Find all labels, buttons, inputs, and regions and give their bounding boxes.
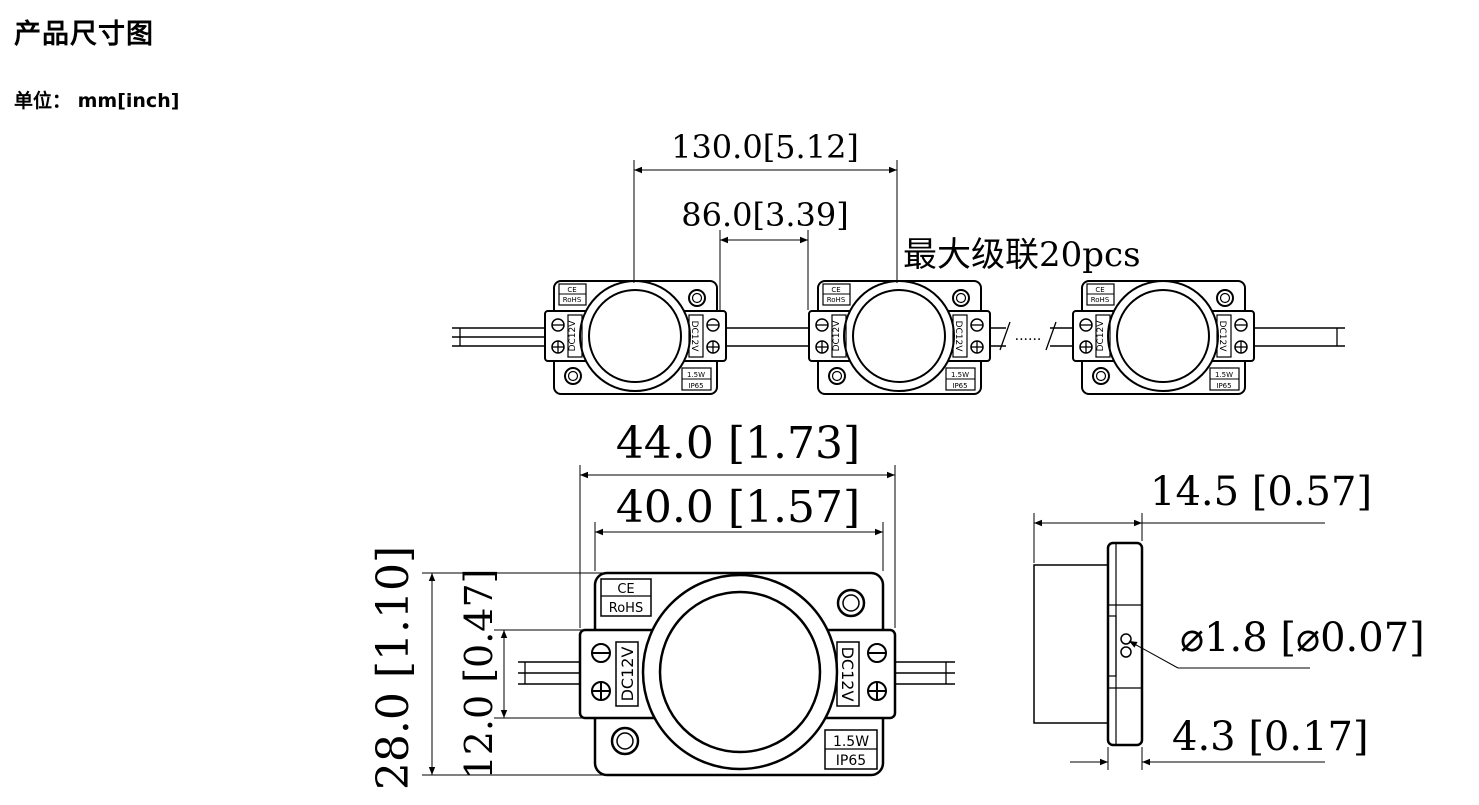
power-rating: 1.5W xyxy=(833,734,869,750)
side-view: 14.5 [0.57] ⌀1.8 [⌀0.07] 4.3 [0.17] xyxy=(1033,469,1425,770)
pitch-dimension: 130.0[5.12] xyxy=(671,128,859,166)
hole-diameter-dimension: ⌀1.8 [⌀0.07] xyxy=(1180,615,1425,661)
rohs-mark-small-3: RoHS xyxy=(1091,296,1110,304)
voltage-small-3b: DC12V xyxy=(1217,321,1227,353)
ip-small-3: IP65 xyxy=(1216,382,1231,390)
body-width-dimension: 40.0 [1.57] xyxy=(616,482,860,533)
power-small-1: 1.5W xyxy=(687,371,705,379)
front-view: CE RoHS 1.5W IP65 DC12V DC12V 44.0 [1 xyxy=(368,418,955,790)
voltage-small-3a: DC12V xyxy=(1096,320,1106,352)
voltage-label-left: DC12V xyxy=(618,647,637,702)
voltage-label-right: DC12V xyxy=(838,647,857,702)
voltage-small-2b: DC12V xyxy=(953,321,963,353)
rohs-mark-small-2: RoHS xyxy=(827,296,846,304)
ce-mark-small-1: CE xyxy=(567,286,576,294)
ip-small-2: IP65 xyxy=(952,382,967,390)
power-small-2: 1.5W xyxy=(951,371,969,379)
ce-mark: CE xyxy=(617,582,634,597)
overall-height-dimension: 28.0 [1.10] xyxy=(368,546,419,790)
voltage-small-1a: DC12V xyxy=(568,320,578,352)
cascade-dots: ...... xyxy=(1015,328,1042,344)
rohs-mark-small-1: RoHS xyxy=(563,296,582,304)
ce-mark-small-3: CE xyxy=(1095,286,1104,294)
cascade-view: ...... 130.0[5.12] 86.0[3.39] 最大级联20pcs xyxy=(452,128,1345,395)
flange-dimension: 4.3 [0.17] xyxy=(1172,714,1369,760)
gap-dimension: 86.0[3.39] xyxy=(681,196,848,234)
power-small-3: 1.5W xyxy=(1215,371,1233,379)
page-title: 产品尺寸图 xyxy=(14,19,154,50)
cascade-note: 最大级联20pcs xyxy=(903,235,1141,275)
depth-dimension: 14.5 [0.57] xyxy=(1150,469,1372,515)
unit-label: 单位： mm[inch] xyxy=(14,90,180,112)
voltage-small-1b: DC12V xyxy=(689,321,699,353)
overall-width-dimension: 44.0 [1.73] xyxy=(616,418,860,469)
terminal-height-dimension: 12.0 [0.47] xyxy=(457,569,501,780)
rohs-mark: RoHS xyxy=(609,601,643,616)
voltage-small-2a: DC12V xyxy=(832,320,842,352)
ce-mark-small-2: CE xyxy=(831,286,840,294)
ip-small-1: IP65 xyxy=(688,382,703,390)
ip-rating: IP65 xyxy=(836,753,866,769)
